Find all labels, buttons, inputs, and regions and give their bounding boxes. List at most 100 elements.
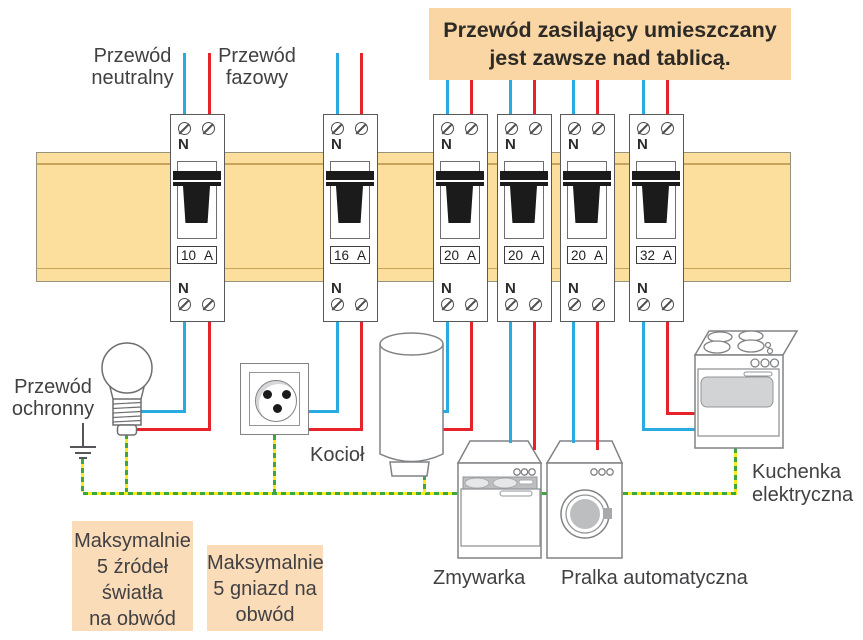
light-bulb-icon: [101, 342, 153, 436]
terminal-screw-icon: [465, 298, 478, 311]
breaker-toggle-icon: [326, 171, 374, 186]
terminal-screw-icon: [661, 122, 674, 135]
banner-line2: jest zawsze nad tablicą.: [489, 46, 731, 70]
neutral-terminal-marker: N: [178, 136, 189, 153]
neutral-wire-b1-bottom: [183, 322, 186, 413]
breaker-rating-badge: 20 A: [567, 246, 607, 264]
terminal-screw-icon: [568, 122, 581, 135]
socket-pin: [273, 404, 282, 413]
terminal-screw-icon: [529, 122, 542, 135]
neutral-terminal-marker: N: [505, 136, 516, 153]
terminal-screw-icon: [529, 298, 542, 311]
circuit-breaker: N 16 A N: [323, 114, 378, 322]
phase-wire-to-lamp: [137, 428, 211, 431]
circuit-breaker: N 10 A N: [170, 114, 225, 322]
breaker-toggle-stem: [642, 186, 669, 223]
banner-line1: Przewód zasilający umieszczany: [443, 18, 777, 42]
note-max-sockets: Maksymalnie 5 gniazd na obwód: [207, 545, 324, 631]
phase-wire-b3-top: [470, 80, 473, 114]
breaker-rating-badge: 10 A: [177, 246, 217, 264]
phase-wire-b1-top: [208, 53, 211, 114]
neutral-terminal-marker: N: [441, 136, 452, 153]
breaker-toggle-icon: [632, 171, 680, 186]
terminal-screw-icon: [568, 298, 581, 311]
circuit-breaker: N 20 A N: [497, 114, 552, 322]
breaker-rating-value: 32 A: [639, 247, 673, 263]
protective-wire-label: Przewód ochronny: [11, 376, 95, 420]
breaker-toggle-icon: [173, 171, 221, 186]
washer-label: Pralka automatyczna: [561, 567, 748, 589]
neutral-wire-b6-top: [642, 80, 645, 114]
boiler-label: Kocioł: [310, 444, 365, 466]
terminal-screw-icon: [178, 298, 191, 311]
neutral-wire-b6-bottom: [642, 322, 645, 431]
neutral-wire-b1-top: [183, 53, 186, 114]
protective-earth-ground-drop: [81, 459, 84, 492]
neutral-terminal-marker: N: [441, 280, 452, 297]
circuit-breaker: N 20 A N: [433, 114, 488, 322]
neutral-terminal-marker: N: [637, 136, 648, 153]
terminal-screw-icon: [441, 122, 454, 135]
phase-wire-b5-top: [596, 80, 599, 114]
terminal-screw-icon: [441, 298, 454, 311]
terminal-screw-icon: [592, 122, 605, 135]
breaker-toggle-stem: [446, 186, 473, 223]
neutral-terminal-marker: N: [637, 280, 648, 297]
info-banner: Przewód zasilający umieszczany jest zaws…: [429, 8, 791, 80]
neutral-wire-to-dishwasher: [509, 322, 512, 443]
neutral-terminal-marker: N: [178, 280, 189, 297]
terminal-screw-icon: [505, 122, 518, 135]
breaker-rating-value: 20 A: [507, 247, 541, 263]
wall-socket-icon: [240, 363, 309, 435]
breaker-rating-value: 10 A: [180, 247, 214, 263]
terminal-screw-icon: [637, 122, 650, 135]
electric-stove-icon: [693, 330, 799, 449]
terminal-screw-icon: [637, 298, 650, 311]
terminal-screw-icon: [331, 298, 344, 311]
neutral-wire-b4-top: [509, 80, 512, 114]
breaker-toggle-stem: [573, 186, 600, 223]
breaker-rating-badge: 16 A: [330, 246, 370, 264]
neutral-wire-to-socket: [308, 410, 339, 413]
breaker-toggle-icon: [500, 171, 548, 186]
phase-wire-b6-bottom: [666, 322, 669, 415]
neutral-terminal-marker: N: [331, 136, 342, 153]
socket-face: [255, 380, 297, 422]
breaker-toggle-stem: [336, 186, 363, 223]
breaker-rating-badge: 32 A: [636, 246, 676, 264]
phase-wire-to-stove: [666, 412, 695, 415]
phase-wire-to-washer: [596, 322, 599, 450]
dishwasher-icon: [456, 440, 543, 559]
neutral-terminal-marker: N: [568, 280, 579, 297]
terminal-screw-icon: [331, 122, 344, 135]
neutral-wire-to-lamp: [140, 410, 186, 413]
neutral-wire-b3-bottom: [446, 322, 449, 413]
phase-wire-label: Przewód fazowy: [218, 45, 296, 89]
circuit-breaker: N 20 A N: [560, 114, 615, 322]
protective-earth-main-line: [83, 492, 737, 495]
stove-label: Kuchenka elektryczna: [752, 461, 854, 506]
breaker-toggle-stem: [183, 186, 210, 223]
breaker-toggle-stem: [510, 186, 537, 223]
washing-machine-icon: [545, 440, 624, 559]
terminal-screw-icon: [355, 298, 368, 311]
neutral-wire-b5-top: [572, 80, 575, 114]
breaker-rating-value: 20 A: [570, 247, 604, 263]
neutral-wire-to-boiler: [441, 410, 449, 413]
terminal-screw-icon: [178, 122, 191, 135]
neutral-terminal-marker: N: [568, 136, 579, 153]
terminal-screw-icon: [505, 298, 518, 311]
boiler-icon: [379, 332, 444, 477]
protective-earth-lamp-drop: [125, 434, 128, 492]
neutral-wire-to-washer: [572, 322, 575, 443]
phase-wire-b2-top: [360, 53, 363, 114]
socket-inner-frame: [249, 372, 300, 426]
protective-earth-stove-drop: [734, 448, 737, 492]
neutral-terminal-marker: N: [331, 280, 342, 297]
breaker-rating-value: 20 A: [443, 247, 477, 263]
protective-earth-boiler-drop: [423, 475, 426, 493]
breaker-rating-value: 16 A: [333, 247, 367, 263]
breaker-toggle-icon: [563, 171, 611, 186]
phase-wire-to-socket: [308, 428, 363, 431]
phase-wire-to-boiler: [441, 428, 473, 431]
